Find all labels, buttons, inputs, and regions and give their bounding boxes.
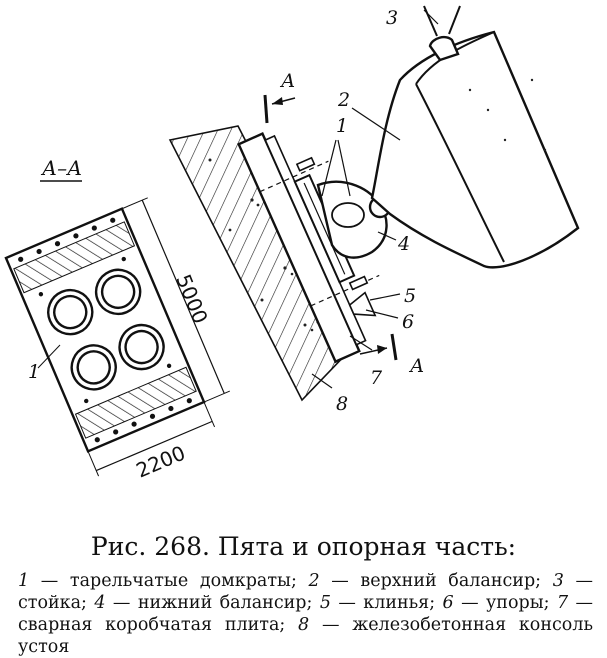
dimension-length: 5000: [171, 271, 212, 327]
legend-num-7: 7: [556, 593, 569, 613]
wedge: [348, 291, 377, 317]
label-3: 3: [386, 7, 398, 29]
figure-legend: 1 — тарельчатые домкраты; 2 — верхний ба…: [18, 570, 593, 658]
legend-num-4: 4: [94, 593, 106, 613]
label-1-section: 1: [28, 361, 40, 383]
legend-num-1: 1: [18, 571, 30, 591]
section-marker-top: А: [263, 70, 295, 124]
label-1: 1: [336, 115, 348, 137]
label-5: 5: [404, 285, 416, 307]
legend-num-8: 8: [298, 615, 310, 635]
technical-drawing: А–А: [4, 5, 580, 483]
figure-caption: Рис. 268. Пята и опорная часть:: [90, 532, 517, 561]
disc-jacks: [47, 268, 165, 391]
legend-num-5: 5: [319, 593, 331, 613]
section-label: А–А: [40, 156, 82, 180]
legend-text-7: — сварная коробчатая плита;: [18, 593, 593, 635]
label-7: 7: [370, 367, 383, 389]
legend-text-5: — клинья;: [330, 593, 443, 613]
legend-num-6: 6: [442, 593, 454, 613]
svg-text:А: А: [279, 70, 295, 92]
post: [428, 35, 460, 62]
legend-num-2: 2: [308, 571, 320, 591]
legend-text-2: — верхний балансир;: [319, 571, 553, 591]
hatched-band-top: [13, 221, 136, 294]
legend-text-1: — тарельчатые домкраты;: [29, 571, 309, 591]
label-4: 4: [397, 233, 410, 255]
svg-text:А: А: [408, 355, 424, 377]
hatched-band-bottom: [74, 366, 197, 439]
legend-text-3: — стойка;: [18, 571, 593, 613]
label-8: 8: [336, 393, 348, 415]
legend-text-6: — упоры;: [453, 593, 557, 613]
elevation-view: А А 1 2 3 4 5 6 7 8: [168, 5, 580, 415]
legend-num-3: 3: [552, 571, 564, 591]
section-marker-bottom: А: [359, 333, 424, 377]
section-view: А–А: [4, 156, 230, 483]
legend-text-4: — нижний балансир;: [105, 593, 320, 613]
dimension-width: 2200: [133, 441, 189, 483]
upper-balancer: [370, 30, 580, 269]
label-2: 2: [337, 89, 350, 111]
label-6: 6: [402, 311, 414, 333]
